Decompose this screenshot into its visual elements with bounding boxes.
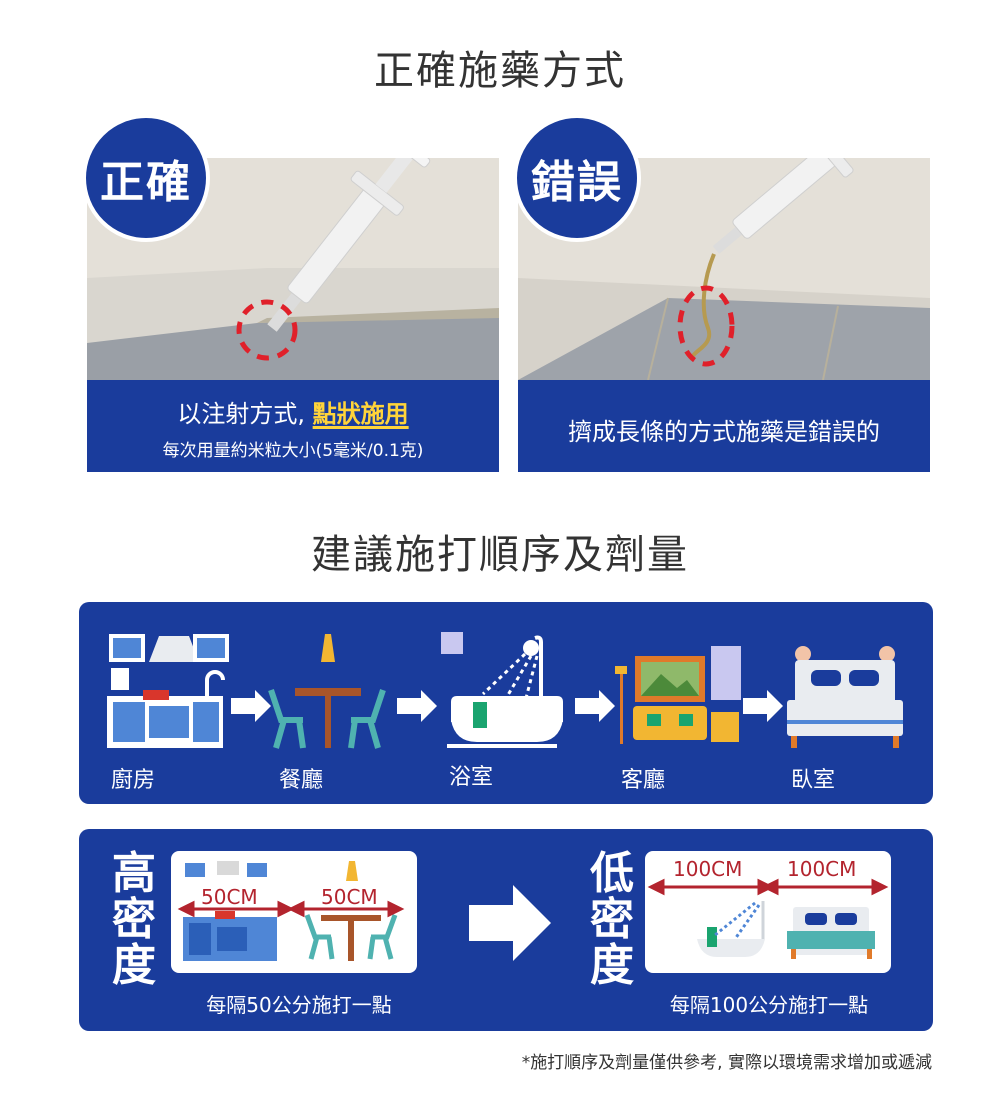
low-measure-a: 100CM xyxy=(673,857,743,881)
low-density-caption: 每隔100公分施打一點 xyxy=(669,993,869,1017)
bedroom-icon xyxy=(787,646,903,748)
room-label-living-room: 客廳 xyxy=(621,768,666,793)
wrong-badge: 錯誤 xyxy=(513,114,641,242)
section-title-order: 建議施打順序及劑量 xyxy=(311,532,689,578)
low-density-diagram: 100CM 100CM xyxy=(645,851,891,973)
correct-badge: 正確 xyxy=(82,114,210,242)
high-measure-b: 50CM xyxy=(321,885,378,909)
footnote: *施打順序及劑量僅供參考, 實際以環境需求增加或遞減 xyxy=(521,1053,932,1073)
correct-caption-prefix: 以注射方式, xyxy=(177,400,305,428)
density-panel: 高 密 度 50CM 50CM 每隔50公分施打一點 低 密 度 xyxy=(79,829,933,1031)
kitchen-icon xyxy=(107,634,229,748)
bathroom-icon xyxy=(441,632,563,748)
living-room-icon xyxy=(615,646,741,744)
room-label-kitchen: 廚房 xyxy=(111,768,156,793)
correct-caption: 以注射方式, 點狀施用 每次用量約米粒大小(5毫米/0.1克) xyxy=(87,380,499,472)
wrong-caption-text: 擠成長條的方式施藥是錯誤的 xyxy=(568,418,880,446)
low-measure-b: 100CM xyxy=(787,857,857,881)
room-label-bedroom: 臥室 xyxy=(791,768,836,793)
dining-icon xyxy=(268,634,386,749)
wrong-photo xyxy=(518,158,930,380)
room-sequence-panel: 廚房 餐廳 浴室 客廳 臥室 xyxy=(79,602,933,804)
low-density-label: 低 密 度 xyxy=(590,848,634,991)
right-arrow-icon xyxy=(469,885,551,961)
wrong-caption: 擠成長條的方式施藥是錯誤的 xyxy=(518,380,930,472)
high-density-diagram: 50CM 50CM xyxy=(171,851,417,973)
correct-caption-detail: 每次用量約米粒大小(5毫米/0.1克) xyxy=(162,441,424,461)
high-measure-a: 50CM xyxy=(201,885,258,909)
high-density-label: 高 密 度 xyxy=(112,848,156,991)
room-label-dining: 餐廳 xyxy=(279,768,324,793)
correct-caption-highlight: 點狀施用 xyxy=(312,400,409,428)
section-title-application: 正確施藥方式 xyxy=(374,48,626,94)
high-density-caption: 每隔50公分施打一點 xyxy=(206,993,392,1017)
room-label-bathroom: 浴室 xyxy=(449,765,494,790)
